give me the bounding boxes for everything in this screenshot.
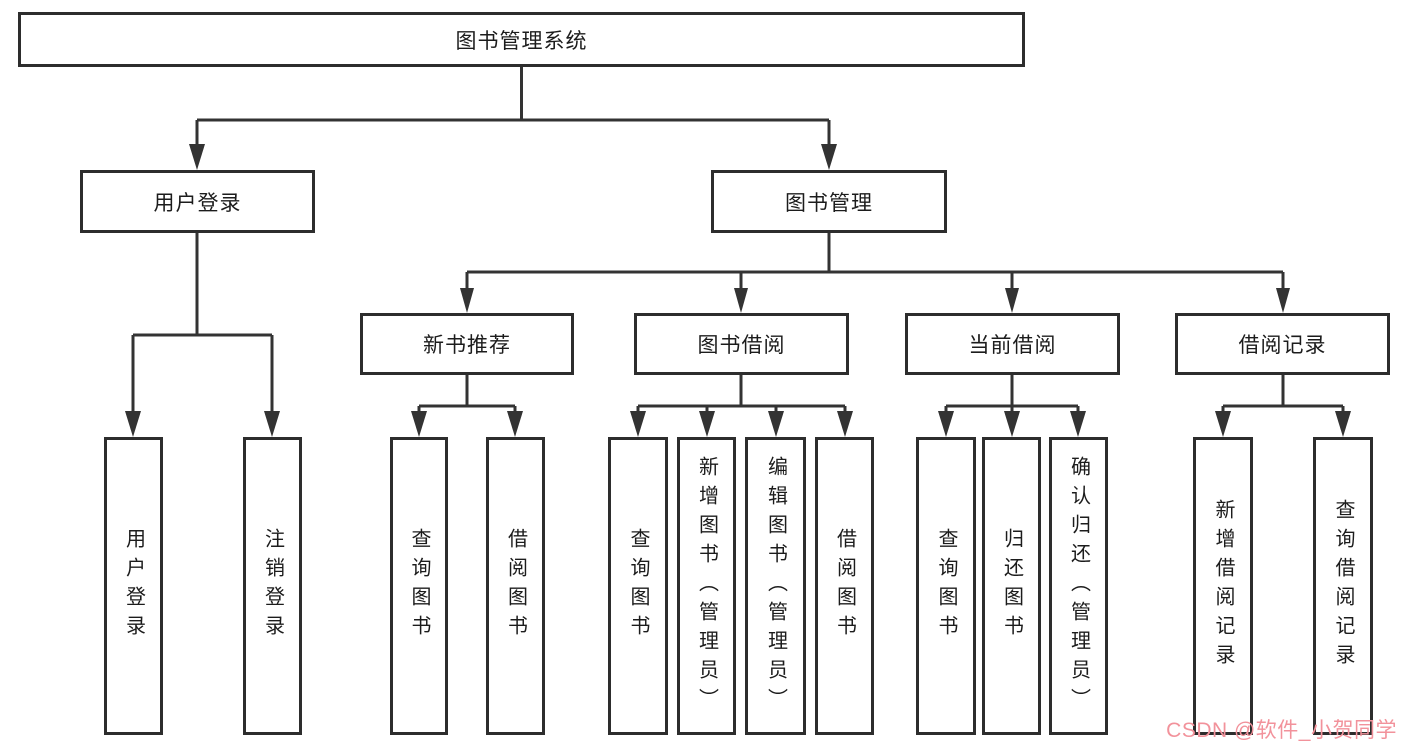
node-label: 图书管理 <box>785 191 873 215</box>
csdn-watermark: CSDN @软件_小贺同学 <box>1166 719 1397 742</box>
node-system-root: 图书管理系统 <box>18 12 1025 67</box>
leaf-borrow-query-books: 查询图书 <box>608 437 668 735</box>
connector-root-to-level2 <box>189 67 837 170</box>
node-label: 归还图书 <box>1000 528 1023 644</box>
node-label: 查询图书 <box>935 528 957 644</box>
node-label: 确认归还（管理员） <box>1067 455 1090 717</box>
leaf-add-borrow-record: 新增借阅记录 <box>1193 437 1253 735</box>
node-label: 当前借阅 <box>968 334 1057 357</box>
node-book-borrow: 图书借阅 <box>634 313 849 375</box>
leaf-edit-books-admin: 编辑图书（管理员） <box>745 437 806 735</box>
node-label: 借阅图书 <box>504 528 527 644</box>
node-label: 用户登录 <box>122 528 145 644</box>
node-label: 借阅图书 <box>833 528 856 644</box>
connector-current-borrow-to-children <box>938 375 1086 437</box>
leaf-add-books-admin: 新增图书（管理员） <box>677 437 736 735</box>
node-label: 借阅记录 <box>1238 334 1327 357</box>
node-label: 新书推荐 <box>423 334 511 357</box>
node-label: 用户登录 <box>153 191 242 215</box>
node-book-management: 图书管理 <box>711 170 947 233</box>
node-label: 查询借阅记录 <box>1332 499 1354 673</box>
node-label: 新增图书（管理员） <box>695 455 718 717</box>
node-new-book-recommend: 新书推荐 <box>360 313 574 375</box>
node-user-login: 用户登录 <box>80 170 315 233</box>
leaf-borrow-books: 借阅图书 <box>815 437 874 735</box>
connector-new-book-to-children <box>411 375 523 437</box>
node-label: 查询图书 <box>408 528 430 644</box>
leaf-logout: 注销登录 <box>243 437 302 735</box>
node-label: 图书管理系统 <box>455 29 588 53</box>
leaf-newbook-query-books: 查询图书 <box>390 437 448 735</box>
connector-user-login-to-children <box>125 233 280 437</box>
leaf-query-borrow-record: 查询借阅记录 <box>1313 437 1373 735</box>
connector-book-mgmt-to-children <box>460 233 1290 313</box>
node-current-borrow: 当前借阅 <box>905 313 1120 375</box>
node-label: 新增借阅记录 <box>1212 499 1234 673</box>
node-label: 编辑图书（管理员） <box>764 455 787 717</box>
leaf-return-books: 归还图书 <box>982 437 1041 735</box>
leaf-current-query-books: 查询图书 <box>916 437 976 735</box>
leaf-confirm-return-admin: 确认归还（管理员） <box>1049 437 1108 735</box>
connector-book-borrow-to-children <box>630 375 853 437</box>
connector-borrow-records-to-children <box>1215 375 1351 437</box>
node-borrow-records: 借阅记录 <box>1175 313 1390 375</box>
node-label: 注销登录 <box>261 528 284 644</box>
node-label: 图书借阅 <box>697 334 786 357</box>
leaf-user-login: 用户登录 <box>104 437 163 735</box>
leaf-newbook-borrow-books: 借阅图书 <box>486 437 545 735</box>
node-label: 查询图书 <box>627 528 649 644</box>
